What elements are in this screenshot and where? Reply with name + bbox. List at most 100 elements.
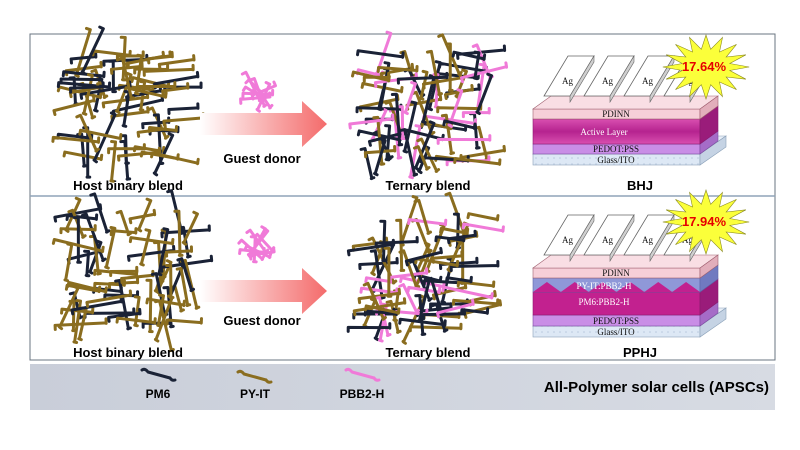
pbb2-h-chain [403, 81, 417, 116]
pm6-chain [431, 302, 449, 333]
layer-glass-ito-label-bottom: Glass/ITO [597, 327, 635, 337]
pbb2-h-chain [435, 298, 475, 319]
ag-electrode-side [569, 213, 595, 263]
pm6-chain [404, 246, 443, 267]
pm6-chain [413, 120, 436, 171]
pm6-chain [475, 72, 494, 116]
pm6-chain [422, 308, 466, 321]
ag-electrode-side [569, 54, 595, 104]
py-it-chain [136, 197, 153, 233]
layer-pedot-label-bottom: PEDOT:PSS [593, 316, 639, 326]
py-it-chain [51, 238, 105, 254]
py-it-chain [413, 198, 433, 235]
py-it-chain [85, 289, 133, 308]
pm6-chain [72, 216, 82, 264]
py-it-chain [161, 82, 190, 97]
py-it-chain [116, 146, 162, 162]
layer-pedot-label-top: PEDOT:PSS [593, 144, 639, 154]
py-it-chain [383, 246, 393, 298]
ag-electrode-label: Ag [642, 76, 653, 86]
pm6-chain [68, 81, 105, 94]
py-it-chain [453, 156, 502, 166]
py-it-chain [107, 143, 146, 155]
py-it-chain [139, 228, 152, 267]
legend-label-pbb2-h: PBB2-H [340, 387, 385, 401]
pm6-chain [442, 119, 477, 130]
py-it-chain [104, 226, 117, 270]
py-it-chain [128, 236, 175, 246]
pbb2-h-chain [460, 61, 509, 84]
efficiency-value-bottom: 17.94% [682, 214, 727, 229]
py-it-chain [57, 285, 80, 331]
ag-electrode-side [609, 54, 635, 104]
pm6-chain [167, 102, 200, 115]
host-label-top: Host binary blend [73, 178, 183, 193]
pbb2-h-chain [436, 134, 492, 145]
layer-active-top [532, 118, 701, 145]
pm6-chain [396, 71, 449, 85]
guest-label-bottom: Guest donor [223, 313, 300, 328]
pbb2-h-chain [255, 81, 272, 113]
py-it-chain [363, 304, 401, 315]
ternary-blend-bottom [346, 191, 505, 345]
py-it-chain [51, 135, 101, 144]
pm6-chain [80, 212, 107, 263]
legend-item-pm6: PM6 [140, 367, 177, 401]
host-label-bottom: Host binary blend [73, 345, 183, 360]
pm6-chain [446, 229, 477, 245]
layer-pdinn-label-top: PDINN [602, 109, 630, 119]
pphj-device: Glass/ITO PEDOT:PSS PM6:PBB2-H PY-IT:PBB… [532, 213, 727, 338]
py-it-chain [145, 297, 186, 308]
pbb2-h-chain [249, 235, 258, 264]
arrow-top [200, 101, 327, 147]
legend-title: All-Polymer solar cells (APSCs) [544, 379, 769, 396]
py-it-chain [439, 226, 470, 236]
legend-label-py-it: PY-IT [240, 387, 271, 401]
layer-glass-ito-label-top: Glass/ITO [597, 155, 635, 165]
legend-item-py-it: PY-IT [236, 369, 273, 401]
ag-electrode-side [609, 213, 635, 263]
ternary-label-bottom: Ternary blend [385, 345, 470, 360]
pm6-chain [451, 50, 487, 61]
pm6-chain [390, 92, 404, 147]
py-it-chain [181, 210, 199, 246]
device-label-bottom: PPHJ [623, 345, 657, 360]
py-it-chain [451, 298, 500, 306]
py-it-chain [362, 71, 391, 83]
py-it-chain [165, 317, 203, 326]
py-it-chain [376, 64, 419, 73]
ag-electrode-label: Ag [642, 235, 653, 245]
ag-electrode-label: Ag [602, 235, 613, 245]
legend-label-pm6: PM6 [146, 387, 171, 401]
pm6-chain [449, 259, 500, 273]
pbb2-h-chain [441, 285, 494, 300]
py-it-chain [395, 218, 406, 272]
pm6-chain [59, 74, 102, 85]
py-it-chain [81, 73, 94, 116]
pm6-chain [92, 111, 117, 164]
pm6-chain [80, 25, 105, 76]
pm6-chain [89, 192, 111, 234]
py-it-chain [52, 95, 96, 116]
efficiency-starburst-bottom [662, 189, 750, 255]
pm6-chain [107, 307, 142, 323]
interpenetrating-interface [533, 282, 700, 292]
guest-donor-cluster-bottom [237, 225, 276, 264]
legend-item-pbb2-h: PBB2-H [340, 367, 385, 401]
pm6-chain [176, 257, 196, 293]
pm6-chain [69, 51, 98, 65]
pm6-chain [379, 219, 387, 263]
pm6-chain [70, 295, 123, 316]
pbb2-h-chain [246, 227, 270, 259]
arrow-bottom [200, 268, 327, 314]
pm6-chain [399, 128, 419, 177]
guest-donor-cluster-top [239, 70, 277, 113]
pbb2-h-chain [447, 88, 464, 128]
py-it-chain [175, 266, 192, 308]
py-it-chain [408, 322, 463, 333]
host-blend-bottom [51, 189, 214, 353]
py-it-chain [64, 283, 102, 294]
pm6-chain [346, 322, 392, 333]
py-it-chain [173, 209, 184, 257]
